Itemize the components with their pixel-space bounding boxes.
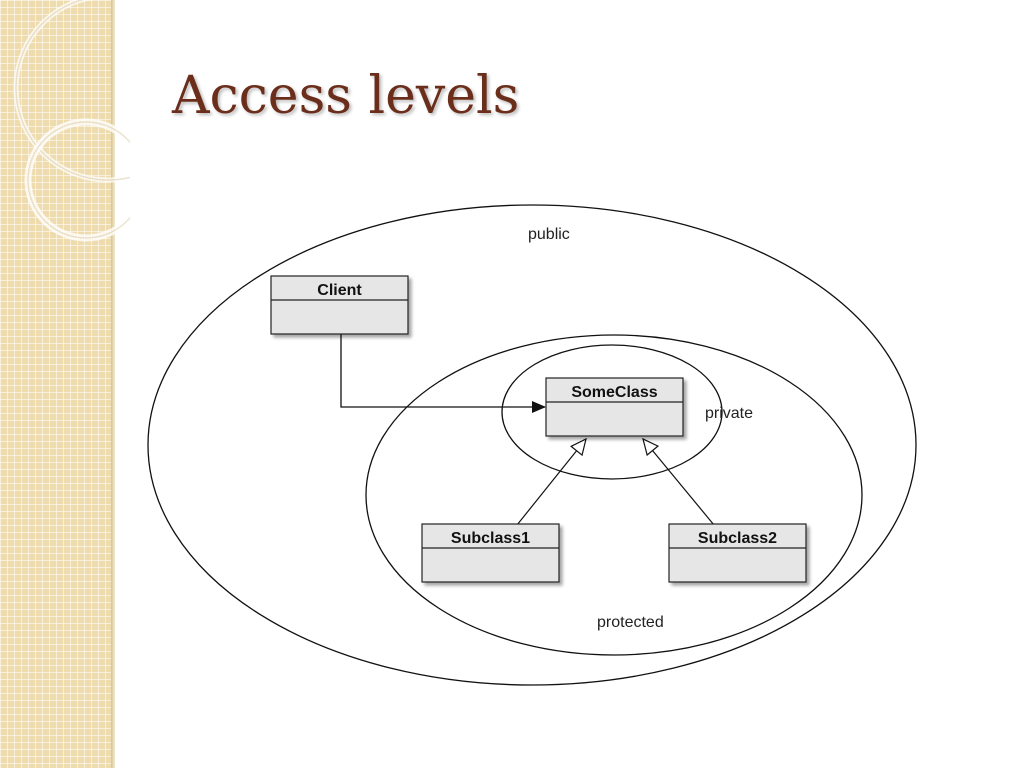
subclass1-inheritance-arrow [516,437,587,526]
protected-scope-label: protected [597,614,664,631]
private-scope-ellipse [501,344,723,480]
client-class-name: Client [317,282,362,299]
subclass2-class-box: Subclass2 [668,523,807,583]
protected-scope-ellipse [365,334,863,656]
subclass1-class-box: Subclass1 [421,523,560,583]
public-scope-label: public [528,226,570,243]
someclass-class-name: SomeClass [571,384,657,401]
subclass1-class-name: Subclass1 [451,530,530,547]
subclass2-inheritance-arrow [642,437,715,526]
someclass-class-box: SomeClass [545,377,684,437]
private-scope-label: private [705,405,753,422]
slide-title: Access levels [172,66,520,126]
decorative-rings [13,0,130,242]
client-class-box: Client [270,275,409,335]
side-panel-edge [111,0,115,768]
subclass2-class-name: Subclass2 [698,530,777,547]
client-to-someclass-arrow [340,334,546,413]
public-scope-ellipse [147,204,917,686]
